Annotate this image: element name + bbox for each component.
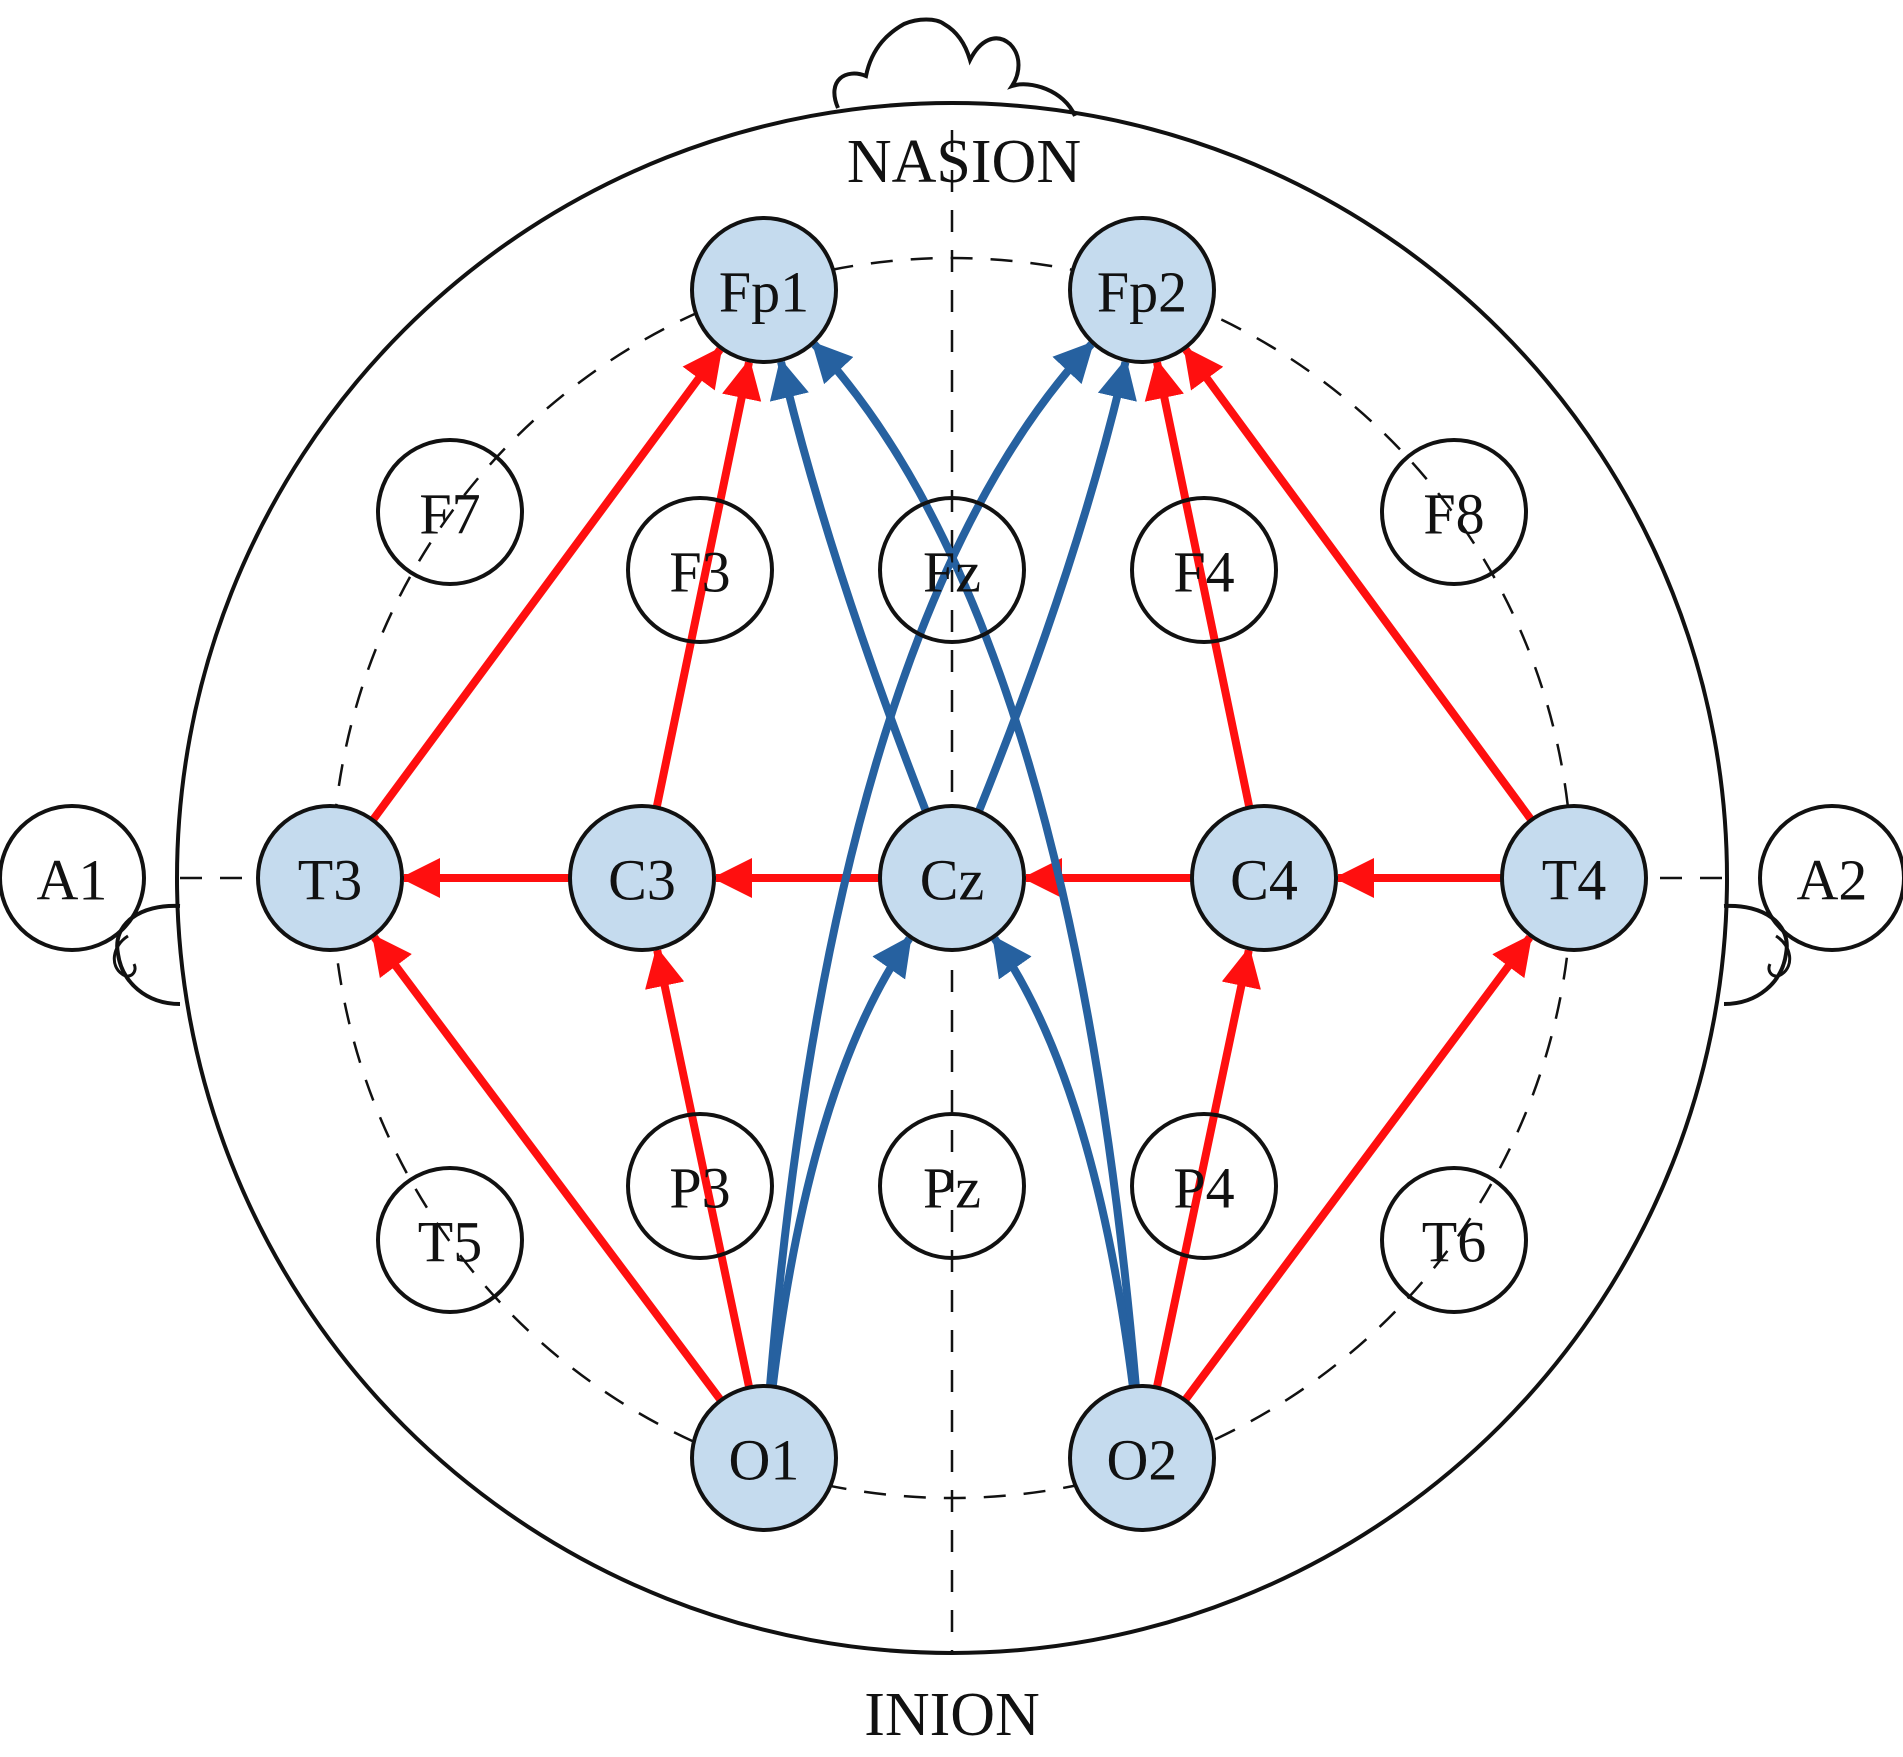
electrode-label: C4 [1230,848,1298,913]
nasion-label: NASION [847,128,1081,196]
right-ear-icon [1723,903,1789,1006]
electrode-circle [1380,438,1528,586]
connection-c3-to-fp1 [652,358,762,809]
electrode-c3: C3 [568,804,716,952]
electrode-label: T6 [1422,1210,1486,1275]
electrode-circle [1380,1166,1528,1314]
electrode-circle [568,804,716,952]
electrode-t4: T4 [1500,804,1648,952]
electrode-circle [626,496,774,644]
connection-o1-to-fp2 [766,341,1095,1387]
electrode-p4: P4 [1130,1112,1278,1260]
electrode-label: C3 [608,848,676,913]
connection-o1-to-cz [768,935,913,1388]
electrode-circle [1758,804,1903,952]
left-ear-inner [112,934,137,978]
electrode-o2: O2 [1068,1384,1216,1532]
electrode-f3: F3 [626,496,774,644]
right-ear-inner [1767,934,1792,978]
electrode-circle [626,1112,774,1260]
connection-o2-to-t4 [1181,934,1534,1403]
connection-t4-to-fp2 [1182,346,1535,823]
electrode-label: P3 [669,1156,730,1221]
electrode-circle [690,1384,838,1532]
connection-t3-to-fp1 [369,346,724,823]
electrode-t5: T5 [376,1166,524,1314]
connection-cz-to-fp2 [975,358,1137,813]
electrode-c4: C4 [1190,804,1338,952]
electrode-a1: A1 [0,804,146,952]
electrode-label: F8 [1423,482,1484,547]
electrode-label: Fp2 [1097,260,1187,325]
electrode-label: O1 [729,1428,800,1493]
electrode-t6: T6 [1380,1166,1528,1314]
electrode-circle [1500,804,1648,952]
electrode-label: Cz [920,848,984,913]
electrode-label: Fp1 [719,260,809,325]
electrode-label: Fz [923,540,981,605]
electrode-label: F3 [669,540,730,605]
electrode-label: A2 [1797,848,1868,913]
electrode-circle [376,1166,524,1314]
electrode-circle [1068,1384,1216,1532]
electrode-label: T4 [1542,848,1606,913]
electrode-t3: T3 [256,804,404,952]
left-ear-icon [115,903,181,1006]
connection-cz-to-fp1 [769,358,930,813]
electrode-circle [0,804,146,952]
electrode-f4: F4 [1130,496,1278,644]
electrode-fz: Fz [878,496,1026,644]
electrode-o1: O1 [690,1384,838,1532]
electrode-circle [1190,804,1338,952]
electrode-circle [878,496,1026,644]
electrode-label: P4 [1173,1156,1234,1221]
electrode-circle [878,1112,1026,1260]
electrode-a2: A2 [1758,804,1903,952]
electrode-circle [690,216,838,364]
connection-o1-to-t3 [371,934,725,1403]
electrode-label: O2 [1107,1428,1178,1493]
electrode-circle [1068,216,1216,364]
electrode-f8: F8 [1380,438,1528,586]
inion-label: INION [864,1681,1040,1749]
electrode-label: F7 [419,482,480,547]
connection-o2-to-cz [991,935,1137,1388]
connection-o1-to-c3 [645,946,754,1389]
electrode-cz: Cz [878,804,1026,952]
electrode-fp1: Fp1 [690,216,838,364]
electrode-label: T5 [418,1210,482,1275]
electrode-label: T3 [298,848,362,913]
electrode-label: A1 [37,848,108,913]
connections-layer [369,341,1535,1403]
electrode-circle [376,438,524,586]
nose-icon [832,17,1077,117]
electrode-p3: P3 [626,1112,774,1260]
connection-c4-to-fp2 [1144,358,1254,809]
electrode-f7: F7 [376,438,524,586]
electrode-label: F4 [1173,540,1234,605]
electrode-circle [1130,496,1278,644]
electrode-label: Pz [923,1156,981,1221]
electrode-fp2: Fp2 [1068,216,1216,364]
electrode-circle [256,804,404,952]
electrode-circle [878,804,1026,952]
connection-o2-to-c4 [1152,946,1261,1389]
electrode-circle [1130,1112,1278,1260]
electrode-pz: Pz [878,1112,1026,1260]
connection-o2-to-fp1 [811,341,1140,1387]
